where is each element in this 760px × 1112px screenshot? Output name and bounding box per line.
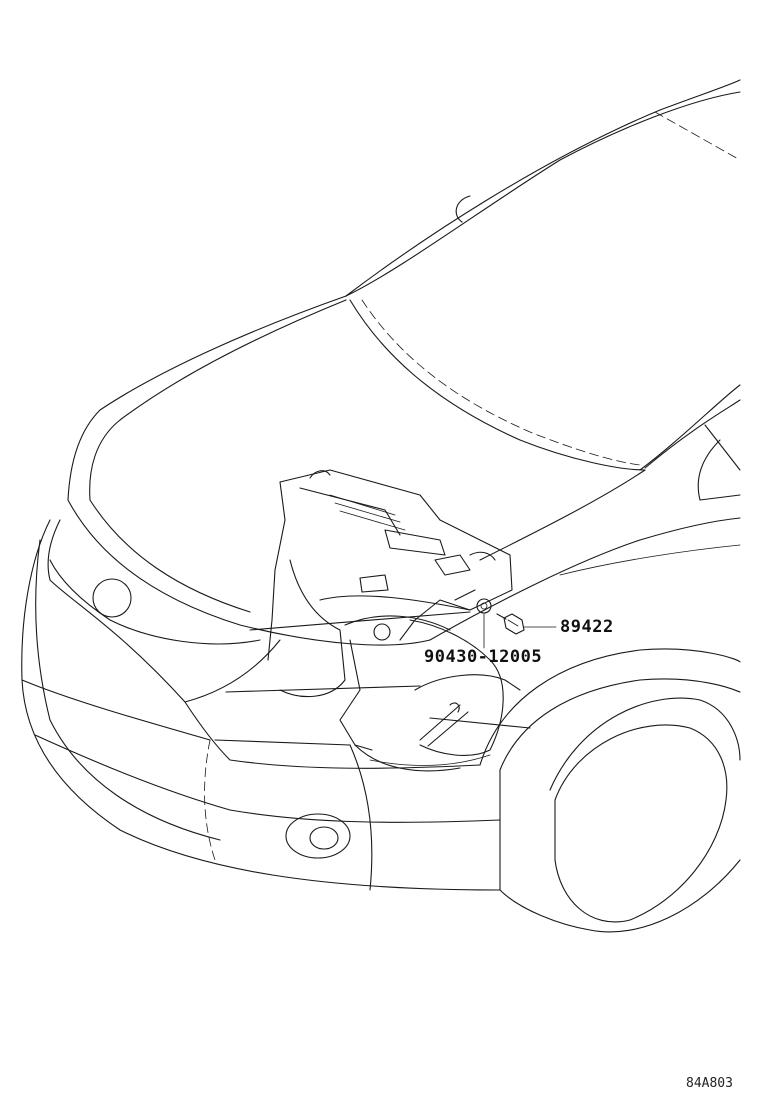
part-number-90430-12005[interactable]: 90430-12005 <box>424 647 543 667</box>
part-number-89422[interactable]: 89422 <box>560 617 614 637</box>
drawing-code: 84A803 <box>686 1076 733 1091</box>
body-outline <box>21 79 741 933</box>
gasket-part-illustration <box>476 598 492 614</box>
sensor-part-illustration <box>496 613 525 635</box>
engine-assembly <box>225 469 531 772</box>
